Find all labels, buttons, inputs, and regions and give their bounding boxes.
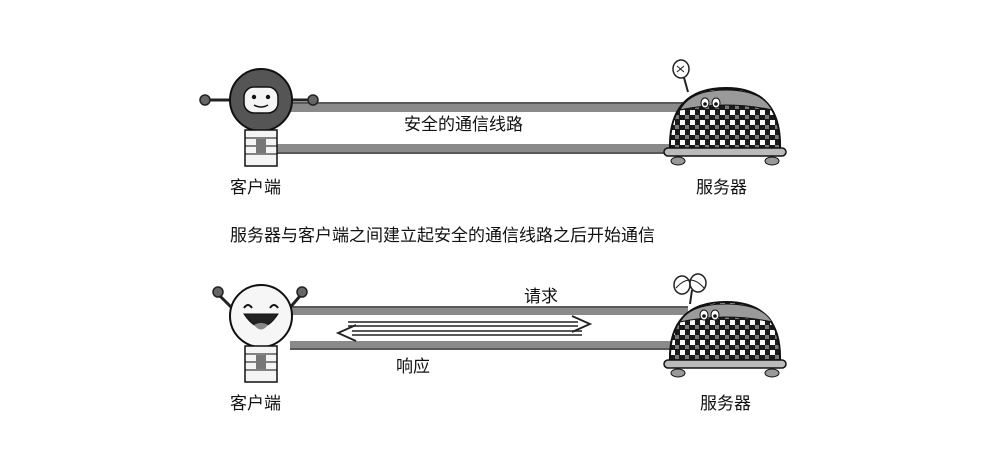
caption-text: 服务器与客户端之间建立起安全的通信线路之后开始通信 <box>230 226 655 246</box>
request-label: 请求 <box>524 287 558 307</box>
response-arrow <box>335 324 582 342</box>
response-label: 响应 <box>396 357 430 377</box>
top-server-label: 服务器 <box>696 178 747 198</box>
top-client-label: 客户端 <box>230 178 281 198</box>
bottom-server-robot-icon <box>663 273 787 378</box>
request-arrow <box>348 315 593 333</box>
top-client-robot-icon <box>199 68 319 167</box>
top-server-robot-icon <box>663 59 787 166</box>
bottom-client-robot-icon <box>212 284 308 383</box>
tunnel-label: 安全的通信线路 <box>404 115 523 135</box>
bottom-server-label: 服务器 <box>700 394 751 414</box>
top-secure-tunnel <box>268 102 690 154</box>
bottom-secure-tunnel <box>290 306 688 350</box>
bottom-client-label: 客户端 <box>230 394 281 414</box>
